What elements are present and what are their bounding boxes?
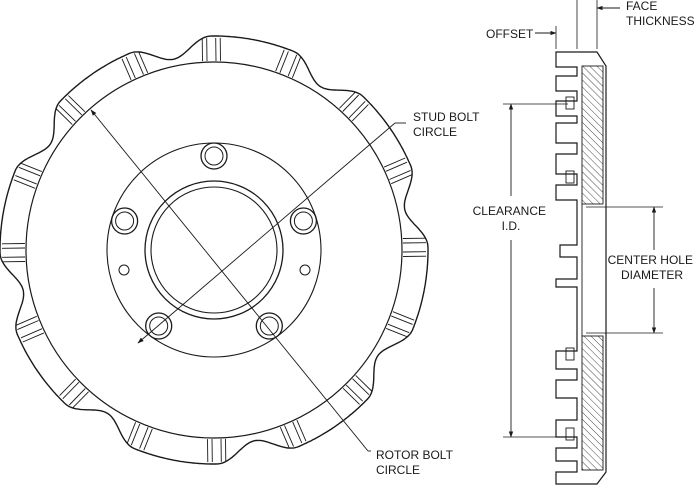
rim-tab-line — [292, 421, 303, 444]
offset-label: OFFSET — [486, 27, 534, 41]
face-thickness-label: FACE THICKNESS — [626, 0, 695, 28]
rim-tab-line — [392, 311, 415, 321]
rim-tab-line — [279, 427, 290, 449]
rim-tab-line — [138, 51, 149, 73]
clearance-id-label: CLEARANCE I.D. — [473, 204, 550, 233]
section-bolt-marks — [565, 96, 575, 441]
rotor-bolt-circle-dimension-line — [90, 109, 369, 452]
rim-tab-line — [391, 315, 413, 325]
rim-tab-line — [17, 320, 39, 331]
small-hole-left — [118, 264, 130, 276]
rim-tab-line — [284, 425, 295, 447]
rim-tab-line — [133, 53, 144, 75]
stud-bolt-hole — [145, 312, 173, 340]
rim-tab-line — [279, 51, 289, 73]
rim-tab-line — [391, 174, 413, 185]
section-profile — [555, 51, 607, 485]
stud-bolt-circle-dimension-line — [137, 122, 396, 344]
section-view: CLEARANCE I.D. CENTER HOLE DIAMETER OFFS… — [473, 0, 697, 485]
rim-tab-group — [1, 37, 427, 463]
center-hole-inner — [150, 186, 278, 314]
rim-tab-line — [143, 428, 153, 451]
rim-tab-line — [22, 332, 45, 343]
rim-tab-line — [291, 56, 302, 78]
rim-tab-line — [68, 95, 86, 113]
rim-tab-line — [275, 49, 285, 72]
rim-tab-line — [296, 419, 307, 442]
center-hole-diameter-label: CENTER HOLE DIAMETER — [608, 253, 697, 282]
rim-tab-line — [15, 315, 37, 326]
rim-tab-line — [386, 327, 408, 338]
rim-tab-line — [383, 157, 406, 168]
rim-tab-line — [126, 422, 137, 444]
rim-tab-line — [62, 381, 80, 400]
face-hatch-bottom — [581, 335, 604, 471]
rim-tab-line — [355, 375, 373, 392]
stud-bolt-hole — [293, 211, 313, 231]
stud-bolt-hole — [200, 142, 228, 170]
rim-tab-line — [18, 166, 41, 177]
rim-tab-line — [385, 161, 408, 172]
rim-tab-line — [125, 56, 136, 79]
rim-tab-line — [345, 384, 364, 402]
rim-tab-line — [342, 387, 360, 405]
rotor-bolt-circle-label: ROTOR BOLT CIRCLE — [376, 448, 456, 477]
rim-tab-line — [72, 391, 89, 409]
rim-tab-line — [352, 378, 370, 396]
rim-tab-line — [58, 104, 76, 122]
face-hatch-top — [581, 65, 604, 205]
rim-tab-line — [59, 378, 77, 396]
rim-tab-line — [339, 91, 356, 109]
front-view: STUD BOLT CIRCLE ROTOR BOLT CIRCLE — [0, 35, 483, 477]
rim-tab-line — [351, 104, 369, 122]
rim-tab-line — [20, 328, 43, 339]
rim-tab-line — [389, 169, 411, 180]
rim-tab-line — [55, 108, 73, 125]
rim-tab-line — [68, 388, 86, 406]
stud-bolt-hole — [110, 207, 139, 235]
inner-rim-circle — [25, 61, 403, 439]
center-hole-outer — [144, 180, 284, 320]
rim-tab-line — [342, 94, 360, 112]
mounting-face-circle — [106, 142, 322, 358]
rim-tab-line — [15, 175, 37, 185]
stud-bolt-hole — [289, 207, 318, 235]
scalloped-outer-rim — [0, 35, 429, 465]
stud-bolt-hole — [259, 316, 279, 336]
rim-tab-line — [287, 54, 298, 77]
stud-bolt-circle-label: STUD BOLT CIRCLE — [413, 110, 483, 139]
stud-bolt-hole — [204, 146, 224, 166]
rim-tab-line — [387, 323, 410, 334]
rim-tab-line — [130, 423, 141, 446]
rim-tab-line — [64, 98, 83, 116]
small-hole-right — [299, 264, 311, 276]
rim-tab-line — [348, 100, 366, 119]
rim-tab-line — [121, 58, 132, 81]
stud-bolt-hole — [149, 316, 169, 336]
stud-bolt-hole — [115, 211, 135, 231]
rim-tab-line — [20, 162, 42, 173]
rim-tab-line — [139, 427, 149, 449]
rim-tab-line — [13, 179, 36, 189]
stud-bolt-hole — [255, 312, 283, 340]
stud-bolt-group — [110, 142, 318, 340]
